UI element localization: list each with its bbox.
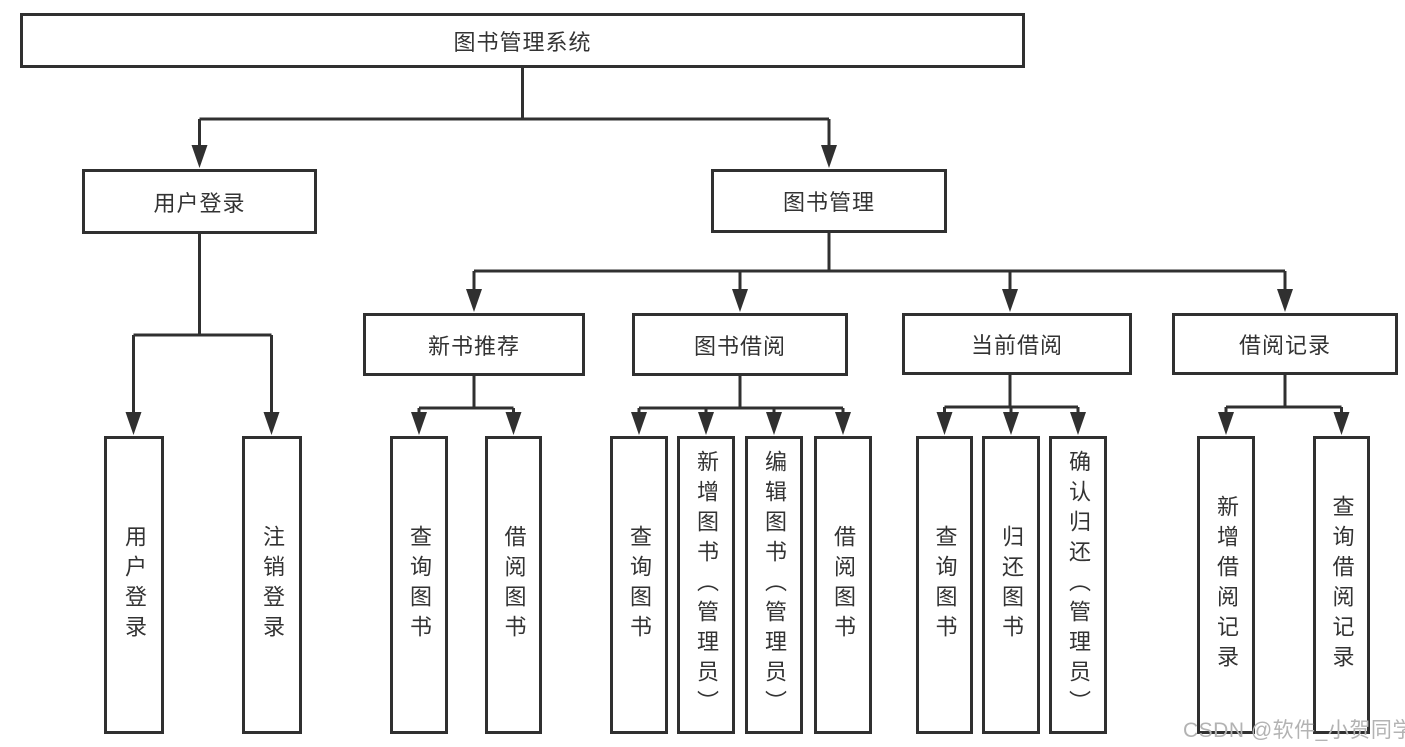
node-user-login: 用户登录 — [82, 169, 317, 234]
leaf-bb-edit-books-admin: 编辑图书（管理员） — [745, 436, 803, 734]
leaf-cb-confirm-return-admin: 确认归还（管理员） — [1049, 436, 1107, 734]
leaf-bb-borrow-books: 借阅图书 — [814, 436, 872, 734]
node-book-management-label: 图书管理 — [782, 190, 875, 215]
node-root-system: 图书管理系统 — [20, 13, 1025, 68]
leaf-rec-query-books: 查询图书 — [390, 436, 448, 734]
connector-book-mgmt-to-level3 — [466, 233, 1293, 312]
leaf-user-login: 用户登录 — [104, 436, 164, 734]
leaf-logout-label: 注销登录 — [260, 525, 285, 645]
node-current-borrowing-label: 当前借阅 — [970, 333, 1063, 358]
node-book-borrowing-label: 图书借阅 — [693, 333, 786, 359]
leaf-br-add-record: 新增借阅记录 — [1197, 436, 1255, 734]
leaf-br-query-record-label: 查询借阅记录 — [1329, 495, 1355, 675]
connector-root-to-level2 — [191, 68, 837, 168]
leaf-cb-return-books-label: 归还图书 — [999, 525, 1024, 645]
connector-book-borrow-to-leaves — [631, 376, 851, 435]
leaf-rec-borrow-books-label: 借阅图书 — [501, 525, 527, 645]
leaf-br-query-record: 查询借阅记录 — [1313, 436, 1370, 734]
leaf-cb-return-books: 归还图书 — [982, 436, 1040, 734]
node-book-management: 图书管理 — [711, 169, 947, 233]
connector-borrow-record-to-leaves — [1218, 375, 1350, 435]
leaf-logout: 注销登录 — [242, 436, 302, 734]
csdn-watermark: CSDN @软件_小贺同学 — [1183, 719, 1405, 742]
node-new-book-recommend: 新书推荐 — [363, 313, 585, 376]
leaf-cb-query-books-label: 查询图书 — [932, 525, 958, 645]
node-book-borrowing: 图书借阅 — [632, 313, 848, 376]
node-current-borrowing: 当前借阅 — [902, 313, 1132, 375]
leaf-bb-add-books-admin: 新增图书（管理员） — [677, 436, 735, 734]
leaf-cb-confirm-return-admin-label: 确认归还（管理员） — [1066, 450, 1091, 720]
connector-user-login-to-leaves — [125, 234, 280, 435]
connector-new-book-rec-to-leaves — [411, 376, 522, 435]
leaf-rec-borrow-books: 借阅图书 — [485, 436, 542, 734]
leaf-bb-query-books: 查询图书 — [610, 436, 668, 734]
leaf-user-login-label: 用户登录 — [122, 525, 147, 645]
leaf-bb-borrow-books-label: 借阅图书 — [831, 525, 856, 645]
leaf-bb-query-books-label: 查询图书 — [627, 525, 652, 645]
node-borrowing-records-label: 借阅记录 — [1238, 333, 1331, 358]
leaf-bb-add-books-admin-label: 新增图书（管理员） — [694, 450, 719, 720]
leaf-cb-query-books: 查询图书 — [916, 436, 973, 734]
leaf-bb-edit-books-admin-label: 编辑图书（管理员） — [762, 450, 787, 720]
node-root-system-label: 图书管理系统 — [453, 29, 592, 55]
connector-current-borrow-to-leaves — [936, 375, 1086, 435]
node-new-book-recommend-label: 新书推荐 — [427, 333, 520, 359]
node-borrowing-records: 借阅记录 — [1172, 313, 1398, 375]
node-user-login-label: 用户登录 — [153, 190, 246, 216]
leaf-rec-query-books-label: 查询图书 — [407, 525, 432, 645]
leaf-br-add-record-label: 新增借阅记录 — [1214, 495, 1239, 675]
